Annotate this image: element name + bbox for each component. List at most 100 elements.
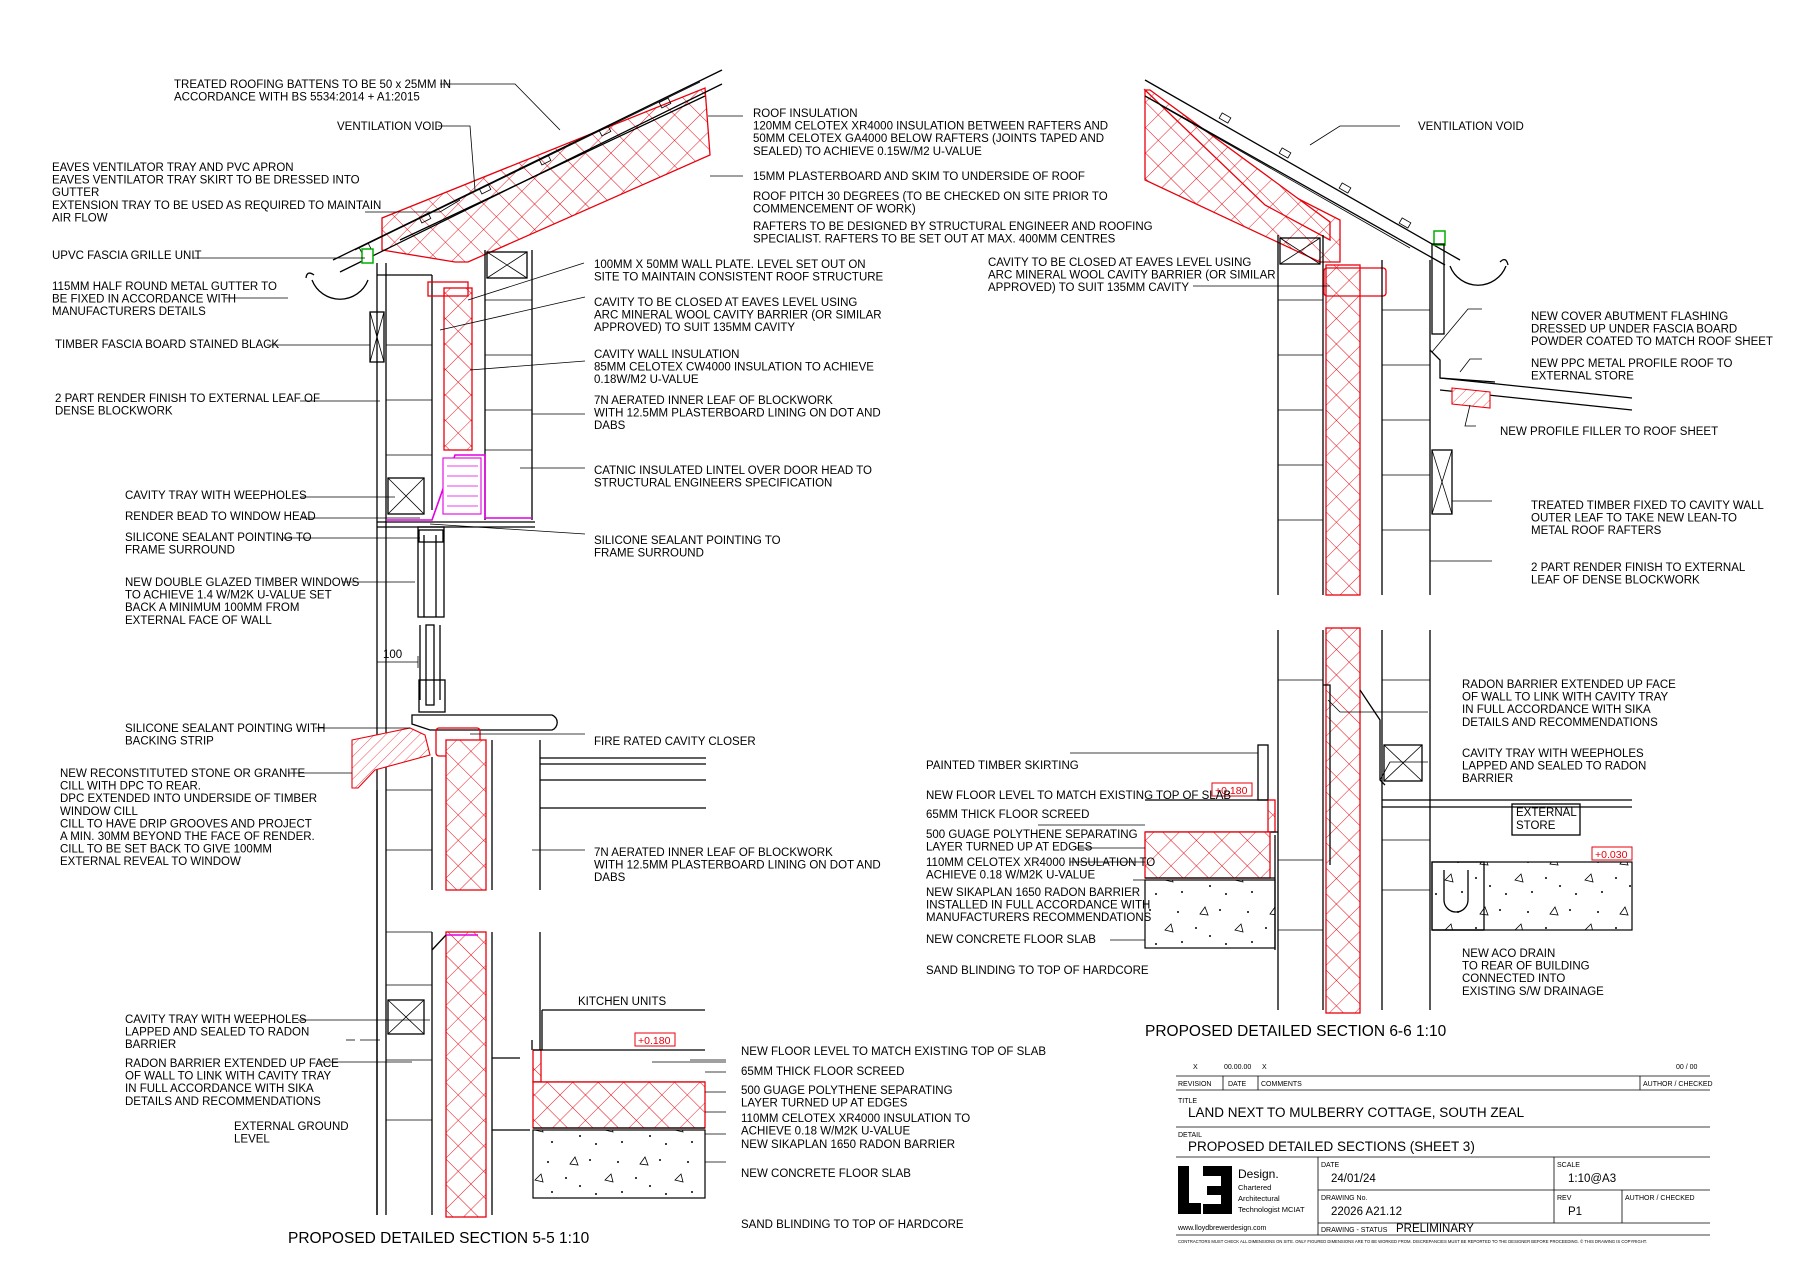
annotation-line: KITCHEN UNITS [578,996,667,1008]
annotation-line: SEALED) TO ACHIEVE 0.15W/M2 U-VALUE [753,146,982,158]
annotation-line: NEW SIKAPLAN 1650 RADON BARRIER [741,1139,955,1151]
annotation-line: APPROVED) TO SUIT 135MM CAVITY [988,282,1189,294]
annotation-line: DETAILS AND RECOMMENDATIONS [1462,717,1658,729]
annotation-line: CILL TO HAVE DRIP GROOVES AND PROJECT [60,818,312,830]
annotation-line: FRAME SURROUND [594,548,704,560]
annotation-line: COMMENCEMENT OF WORK) [753,204,916,216]
annotation-line: TREATED TIMBER FIXED TO CAVITY WALL [1531,500,1764,512]
annotation-line: UPVC FASCIA GRILLE UNIT [52,250,202,262]
annotation-line: 65MM THICK FLOOR SCREED [741,1066,904,1078]
annotation-line: MANUFACTURERS RECOMMENDATIONS [926,912,1152,924]
annotation-line: SPECIALIST. RAFTERS TO BE SET OUT AT MAX… [753,234,1116,246]
annotation-line: 120MM CELOTEX XR4000 INSULATION BETWEEN … [753,121,1108,133]
annotation-line: TIMBER FASCIA BOARD STAINED BLACK [55,339,279,351]
annotation-line: CILL TO BE SET BACK TO GIVE 100MM [60,844,272,856]
aco-drain-slab [1431,861,1633,931]
rev-value: P1 [1568,1206,1582,1218]
annotation-line: EXTENSION TRAY TO BE USED AS REQUIRED TO… [52,200,381,212]
annotation-line: VENTILATION VOID [337,121,443,133]
drawing-no-value: 22026 A21.12 [1331,1206,1402,1218]
annotation-note: NEW PROFILE FILLER TO ROOF SHEET [1500,426,1718,438]
annotation-line: DPC EXTENDED INTO UNDERSIDE OF TIMBER [60,793,317,805]
title-label: TITLE [1178,1098,1197,1105]
annotation-line: EXTERNAL STORE [1531,371,1634,383]
level-tag-store-6-6: +0.030 [1595,849,1628,861]
annotation-line: 7N AERATED INNER LEAF OF BLOCKWORK [594,847,833,859]
annotation-line: DABS [594,872,626,884]
annotation-line: PAINTED TIMBER SKIRTING [926,760,1079,772]
annotation-line: NEW PPC METAL PROFILE ROOF TO [1531,358,1733,370]
annotation-line: 50MM CELOTEX GA4000 BELOW RAFTERS (JOINT… [753,133,1104,145]
annotation-line: CONNECTED INTO [1462,973,1565,985]
annotation-line: EAVES VENTILATOR TRAY SKIRT TO BE DRESSE… [52,175,360,187]
annotation-line: SITE TO MAINTAIN CONSISTENT ROOF STRUCTU… [594,272,884,284]
annotation-line: EXISTING S/W DRAINAGE [1462,986,1604,998]
floor-slab-5-5 [532,1129,706,1199]
floor-insulation-5-5 [532,1081,706,1129]
annotation-note: NEW CONCRETE FLOOR SLAB [741,1168,911,1180]
drawing-no-label: DRAWING No. [1321,1195,1367,1202]
external-store-label-2: STORE [1516,820,1556,832]
annotation-line: TREATED ROOFING BATTENS TO BE 50 x 25MM … [174,79,451,91]
annotation-line: LEVEL [234,1134,270,1146]
annotation-line: DABS [594,420,626,432]
annotation-line: BACK A MINIMUM 100MM FROM [125,602,299,614]
external-store-box [1511,803,1581,836]
annotation-note: TREATED ROOFING BATTENS TO BE 50 x 25MM … [174,79,451,104]
section-5-5-title: PROPOSED DETAILED SECTION 5-5 1:10 [288,1230,590,1247]
annotation-line: METAL ROOF RAFTERS [1531,525,1662,537]
annotation-line: WITH 12.5MM PLASTERBOARD LINING ON DOT A… [594,860,881,872]
dimension-100: 100 [383,649,402,661]
annotation-line: APPROVED) TO SUIT 135MM CAVITY [594,322,795,334]
annotation-line: TO ACHIEVE 1.4 W/M2K U-VALUE SET [125,590,332,602]
annotation-line: LAYER TURNED UP AT EDGES [926,842,1093,854]
status-value: PRELIMINARY [1396,1223,1474,1235]
annotation-line: NEW ACO DRAIN [1462,948,1555,960]
annotation-line: 500 GUAGE POLYTHENE SEPARATING [926,829,1138,841]
annotation-line: POWDER COATED TO MATCH ROOF SHEET [1531,336,1773,348]
annotation-line: A MIN. 30MM BEYOND THE FACE OF RENDER. [60,831,315,843]
annotation-line: 2 PART RENDER FINISH TO EXTERNAL [1531,562,1746,574]
profile-filler-6-6 [1451,387,1491,409]
annotation-line: ARC MINERAL WOOL CAVITY BARRIER (OR SIMI… [988,270,1276,282]
annotation-note: SAND BLINDING TO TOP OF HARDCORE [741,1219,964,1231]
project-title: LAND NEXT TO MULBERRY COTTAGE, SOUTH ZEA… [1188,1105,1525,1120]
annotation-line: NEW SIKAPLAN 1650 RADON BARRIER [926,887,1140,899]
stone-cill-5-5 [351,727,431,789]
roof-insulation-5-5 [381,87,711,263]
annotation-note: KITCHEN UNITS [578,996,667,1008]
annotation-line: EXTERNAL GROUND [234,1121,349,1133]
annotation-line: NEW COVER ABUTMENT FLASHING [1531,311,1728,323]
annotation-line: RADON BARRIER EXTENDED UP FACE [1462,679,1676,691]
annotation-note: NEW SIKAPLAN 1650 RADON BARRIER [741,1139,955,1151]
floor-slab-6-6 [1144,879,1276,949]
annotation-line: DENSE BLOCKWORK [55,406,173,418]
floor-insulation-6-6 [1144,831,1271,879]
annotation-line: LAPPED AND SEALED TO RADON [1462,761,1646,773]
status-label: DRAWING - STATUS [1321,1227,1388,1234]
annotation-line: 110MM CELOTEX XR4000 INSULATION TO [926,857,1155,869]
annotation-line: SAND BLINDING TO TOP OF HARDCORE [741,1219,964,1231]
annotation-line: 65MM THICK FLOOR SCREED [926,809,1089,821]
annotation-note: SAND BLINDING TO TOP OF HARDCORE [926,965,1149,977]
annotation-line: DETAILS AND RECOMMENDATIONS [125,1096,321,1108]
annotation-line: WINDOW CILL [60,806,139,818]
annotation-line: NEW CONCRETE FLOOR SLAB [926,934,1096,946]
annotation-line: IN FULL ACCORDANCE WITH SIKA [125,1083,314,1095]
annotation-line: GUTTER [52,187,99,199]
